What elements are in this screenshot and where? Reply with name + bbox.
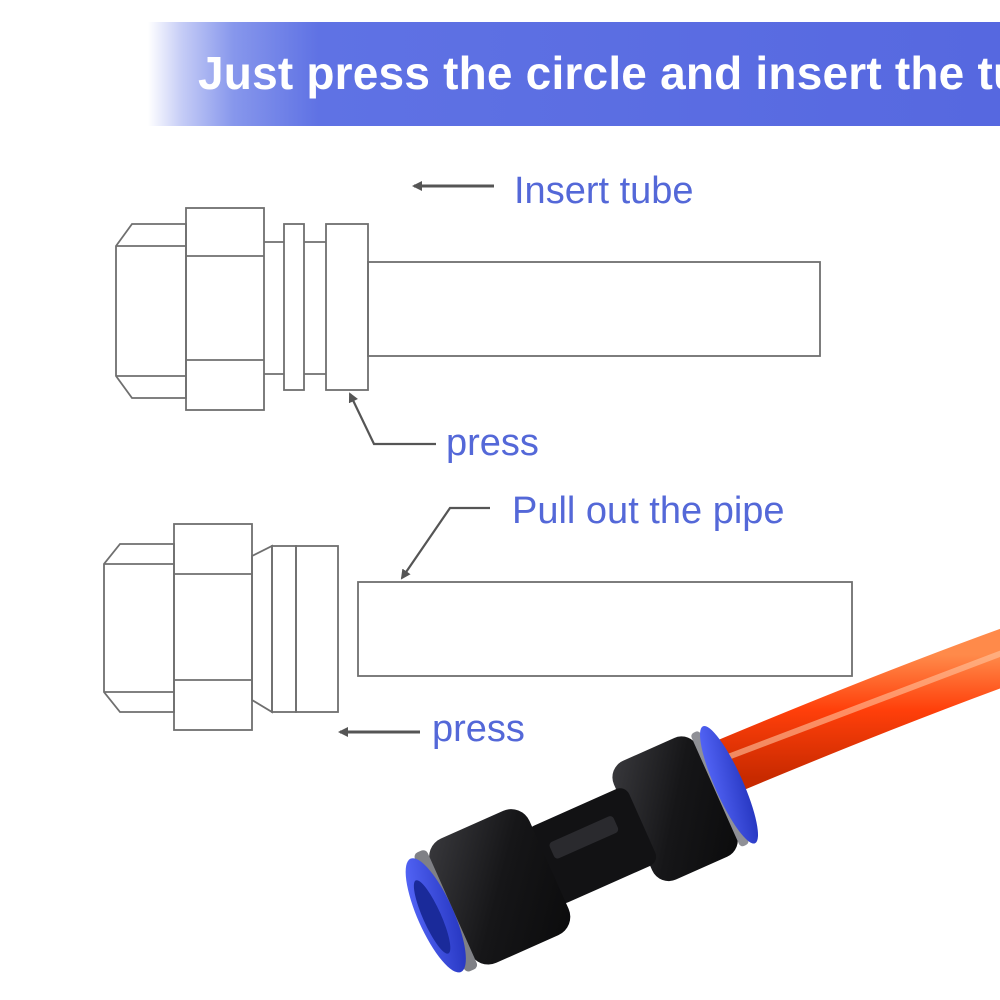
banner-title: Just press the circle and insert the tub…: [198, 47, 1000, 99]
press-label-bottom: press: [432, 708, 525, 750]
top-thread-end: [115, 223, 187, 399]
orange-tube: [689, 628, 1000, 804]
top-ring: [283, 223, 305, 391]
right-blue-collet: [700, 726, 759, 844]
bottom-collet: [295, 545, 339, 713]
top-collet: [325, 223, 369, 391]
top-hex-nut: [185, 207, 265, 411]
left-collar: [429, 809, 571, 965]
middle-body: [527, 788, 657, 904]
title-banner: Just press the circle and insert the tub…: [148, 22, 1000, 126]
bottom-thread-end: [103, 543, 175, 713]
pull-out-label: Pull out the pipe: [512, 490, 785, 532]
union-connector: [405, 726, 759, 973]
bottom-ring: [271, 545, 297, 713]
pull-leader-icon: [400, 506, 490, 580]
press-leader-top-icon: [348, 392, 436, 446]
top-tube: [367, 261, 821, 357]
press-label-top: press: [446, 422, 539, 464]
bottom-hex-nut: [173, 523, 253, 731]
bottom-tube: [357, 581, 853, 677]
insert-tube-label: Insert tube: [514, 170, 694, 212]
bottom-fitting-drawing: [103, 523, 853, 731]
fitting-photo: [405, 628, 1000, 973]
top-fitting-drawing: [115, 207, 821, 411]
bottom-taper: [251, 544, 273, 714]
